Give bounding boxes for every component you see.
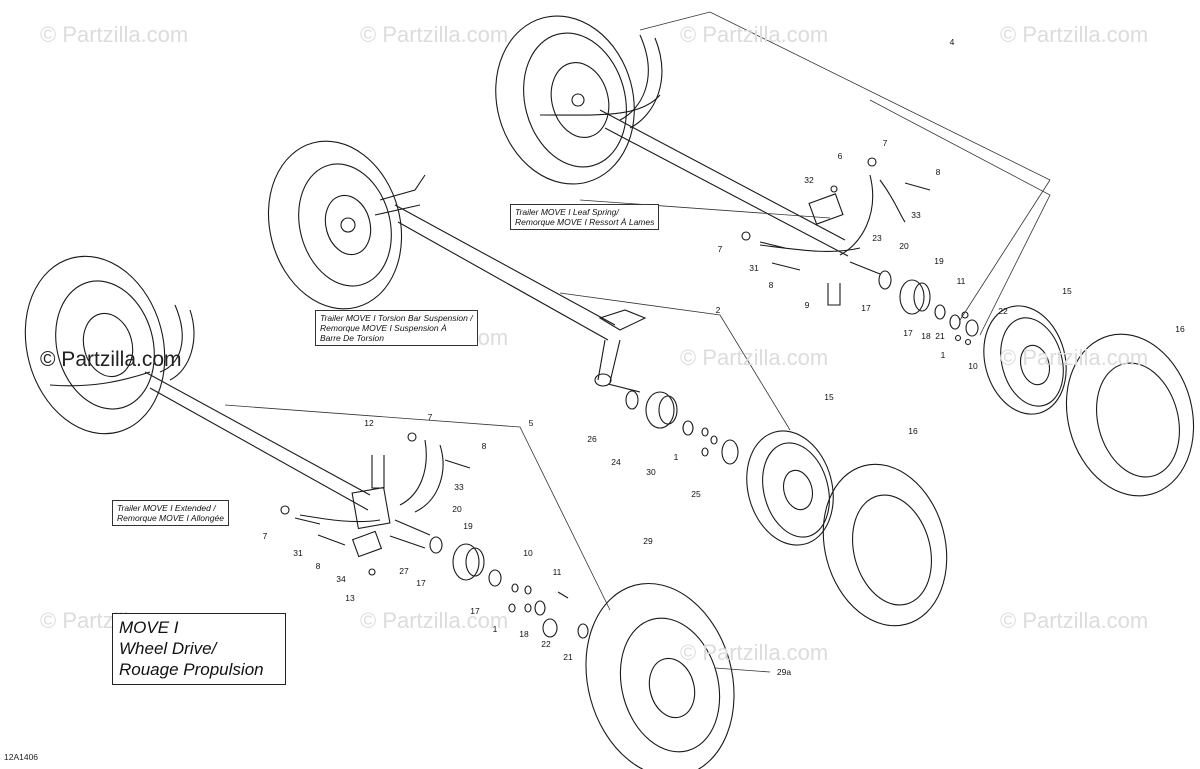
extended-assembly [24,255,735,769]
part-callout: 16 [908,426,918,436]
diagram-title: MOVE I Wheel Drive/ Rouage Propulsion [112,613,286,685]
part-callout: 1 [673,452,679,462]
part-callout: 17 [861,303,871,313]
diagram-id: 12A1406 [4,752,39,762]
title-line: Rouage Propulsion [119,660,264,679]
caption-line: Remorque MOVE I Allongée [117,513,224,523]
watermark: © Partzilla.com [360,22,509,47]
leader-lines [224,11,1051,673]
part-callout: 22 [998,306,1008,316]
part-callout: 20 [452,504,462,514]
part-callout: 20 [899,241,909,251]
part-callout: 18 [921,331,931,341]
leaf-spring-assembly [495,15,1195,497]
watermark: © Partzilla.com [1000,608,1149,633]
part-callout: 7 [717,244,723,254]
part-callout: 17 [416,578,426,588]
part-callout: 8 [768,280,774,290]
part-callout: 4 [949,37,955,47]
part-callout: 23 [872,233,882,243]
caption-line: Barre De Torsion [320,333,384,343]
watermark: © Partzilla.com [1000,22,1149,47]
part-callout: 12 [364,418,374,428]
part-callout: 1 [940,350,946,360]
part-callout: 7 [262,531,268,541]
part-callout: 17 [903,328,913,338]
part-callout: 31 [749,263,759,273]
part-callout: 1 [492,624,498,634]
part-callout: 25 [691,489,701,499]
part-callout: 21 [935,331,945,341]
part-callout: 32 [804,175,814,185]
watermark: © Partzilla.com [40,22,189,47]
part-callout: 6 [837,151,843,161]
part-callout: 33 [454,482,464,492]
torsion-bar-assembly [267,140,948,627]
part-callout: 7 [882,138,888,148]
watermark: © Partzilla.com [360,608,509,633]
part-callout: 30 [646,467,656,477]
caption-line: Trailer MOVE I Extended / [117,503,216,513]
part-callout: 31 [293,548,303,558]
part-callout: 15 [1062,286,1072,296]
watermark: © Partzilla.com [680,22,829,47]
part-callout: 21 [563,652,573,662]
main-watermark: © Partzilla.com [40,348,182,371]
watermark: © Partzilla.com [1000,345,1149,370]
part-callout: 9 [804,300,810,310]
title-line: MOVE I [119,618,179,637]
part-callout: 19 [463,521,473,531]
part-callout: 7 [427,412,433,422]
part-callout: 33 [911,210,921,220]
part-callout: 10 [523,548,533,558]
part-callout: 15 [824,392,834,402]
part-callout: 29 [643,536,653,546]
part-callout: 11 [552,567,562,577]
title-line: Wheel Drive/ [119,639,217,658]
part-callout: 11 [956,276,966,286]
watermark: © Partzilla.com [680,640,829,665]
part-callout: 19 [934,256,944,266]
caption-line: Trailer MOVE I Torsion Bar Suspension / [320,313,473,323]
part-callout: 27 [399,566,409,576]
part-callout: 24 [611,457,621,467]
part-callout: 8 [935,167,941,177]
part-callout: 16 [1175,324,1185,334]
part-callout: 13 [345,593,355,603]
part-callout: 26 [587,434,597,444]
caption-line: Remorque MOVE I Suspension À [320,323,447,333]
watermark: © Partzilla.com [680,345,829,370]
part-callout: 34 [336,574,346,584]
caption-torsion-bar: Trailer MOVE I Torsion Bar Suspension / … [315,310,478,346]
part-callout: 10 [968,361,978,371]
part-callout: 8 [315,561,321,571]
part-callout: 29a [776,667,792,677]
part-callout: 17 [470,606,480,616]
caption-leaf-spring: Trailer MOVE I Leaf Spring/ Remorque MOV… [510,204,660,230]
caption-line: Trailer MOVE I Leaf Spring/ [515,207,619,217]
part-callout: 5 [528,418,534,428]
part-callout: 8 [481,441,487,451]
part-callout: 2 [715,305,721,315]
part-callout: 22 [541,639,551,649]
caption-line: Remorque MOVE I Ressort À Lames [515,217,655,227]
caption-extended: Trailer MOVE I Extended / Remorque MOVE … [112,500,229,526]
part-callout: 18 [519,629,529,639]
